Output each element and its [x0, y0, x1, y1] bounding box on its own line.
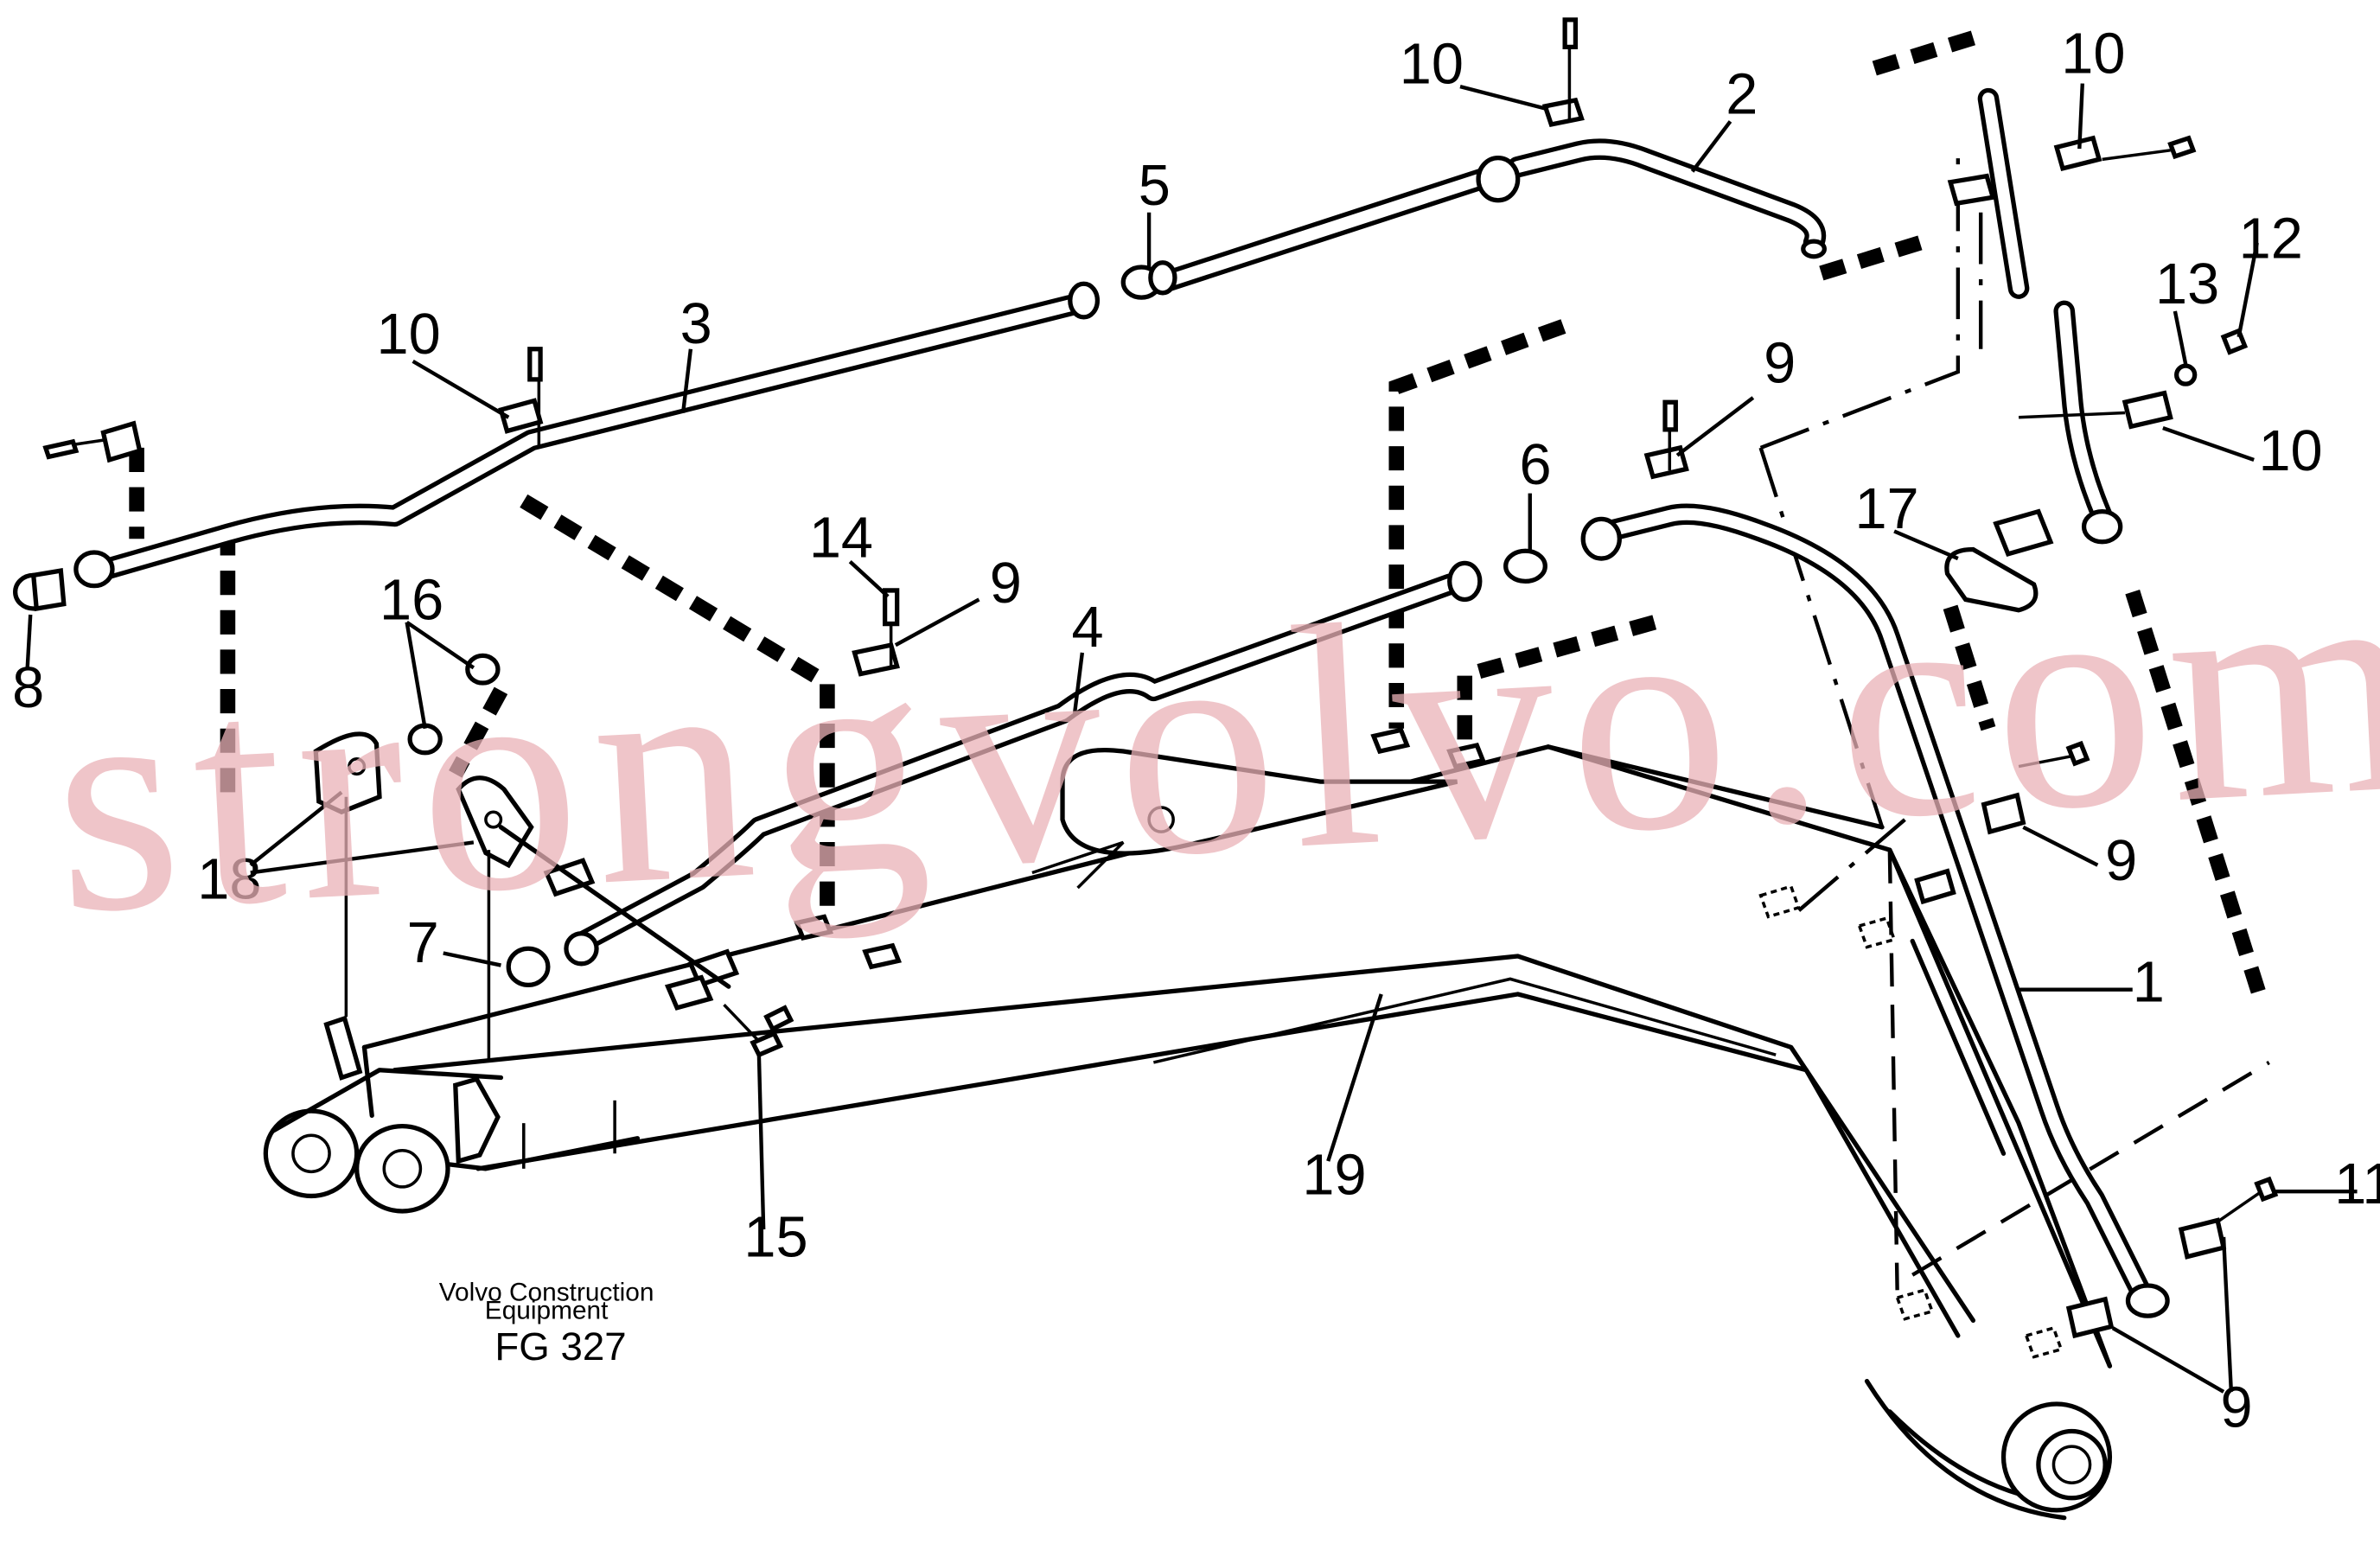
callout-1: 1 [2133, 951, 2165, 1015]
hose-bracket-left [323, 1015, 363, 1081]
nut-8 [73, 550, 115, 589]
bolt-14 [882, 588, 900, 627]
boom-structure [263, 727, 2113, 1521]
plug-7 [506, 946, 551, 988]
callout-10b: 10 [1400, 33, 1464, 97]
callout-18: 18 [197, 847, 261, 911]
callout-14: 14 [809, 506, 873, 570]
callout-11: 11 [2334, 1152, 2380, 1216]
callout-16: 16 [380, 568, 443, 632]
figure-number: FG 327 [495, 1324, 626, 1369]
caption-block: Volvo Construction Equipment FG 327 [439, 1279, 654, 1369]
callout-15: 15 [743, 1206, 807, 1270]
union-6 [1503, 548, 1547, 584]
callout-10a: 10 [376, 303, 440, 367]
fittings [13, 17, 2279, 1339]
bolt-12 [2220, 328, 2249, 355]
leader-lines [25, 83, 2358, 1394]
caption-company: Volvo Construction [439, 1279, 654, 1307]
callout-7: 7 [407, 911, 439, 975]
boom-foot-lug-left [263, 1108, 360, 1199]
callout-9c: 9 [2105, 829, 2137, 893]
boom-top-bracket [1060, 747, 1458, 856]
callout-5: 5 [1139, 154, 1171, 218]
callout-17: 17 [1854, 477, 1918, 541]
callout-10c: 10 [2061, 22, 2125, 86]
callout-9d: 9 [2221, 1375, 2253, 1439]
flange-17 [1944, 546, 2039, 613]
hose-bracket-right [453, 1076, 501, 1165]
boom-foot-lug-right [354, 1124, 450, 1214]
caption-equipment: Equipment [485, 1297, 609, 1325]
callout-13: 13 [2155, 252, 2219, 316]
assembly-outlines [1758, 144, 2270, 1291]
bracket-plate-18a [313, 731, 382, 815]
routing-lines [129, 30, 2269, 1005]
callout-2: 2 [1726, 63, 1758, 127]
callout-labels: 1 2 3 4 5 6 7 8 9 9 9 9 10 10 10 10 11 1… [12, 22, 2380, 1439]
bracket-plate-18b [456, 775, 534, 869]
hydraulic-pipes [95, 87, 2151, 1301]
callout-10d: 10 [2258, 419, 2322, 483]
callout-12: 12 [2239, 207, 2303, 271]
bolt-15 [750, 1031, 784, 1058]
nut-1 [2125, 1283, 2170, 1318]
callout-8: 8 [12, 656, 44, 720]
nut-2 [1476, 155, 1521, 203]
nut-16a [465, 653, 501, 686]
callout-19: 19 [1302, 1144, 1366, 1208]
callout-9b: 9 [990, 552, 1022, 616]
callout-9a: 9 [1764, 331, 1796, 395]
callout-4: 4 [1072, 596, 1104, 660]
callout-6: 6 [1519, 433, 1551, 497]
washer-13 [2174, 363, 2198, 386]
callout-3: 3 [680, 292, 712, 356]
